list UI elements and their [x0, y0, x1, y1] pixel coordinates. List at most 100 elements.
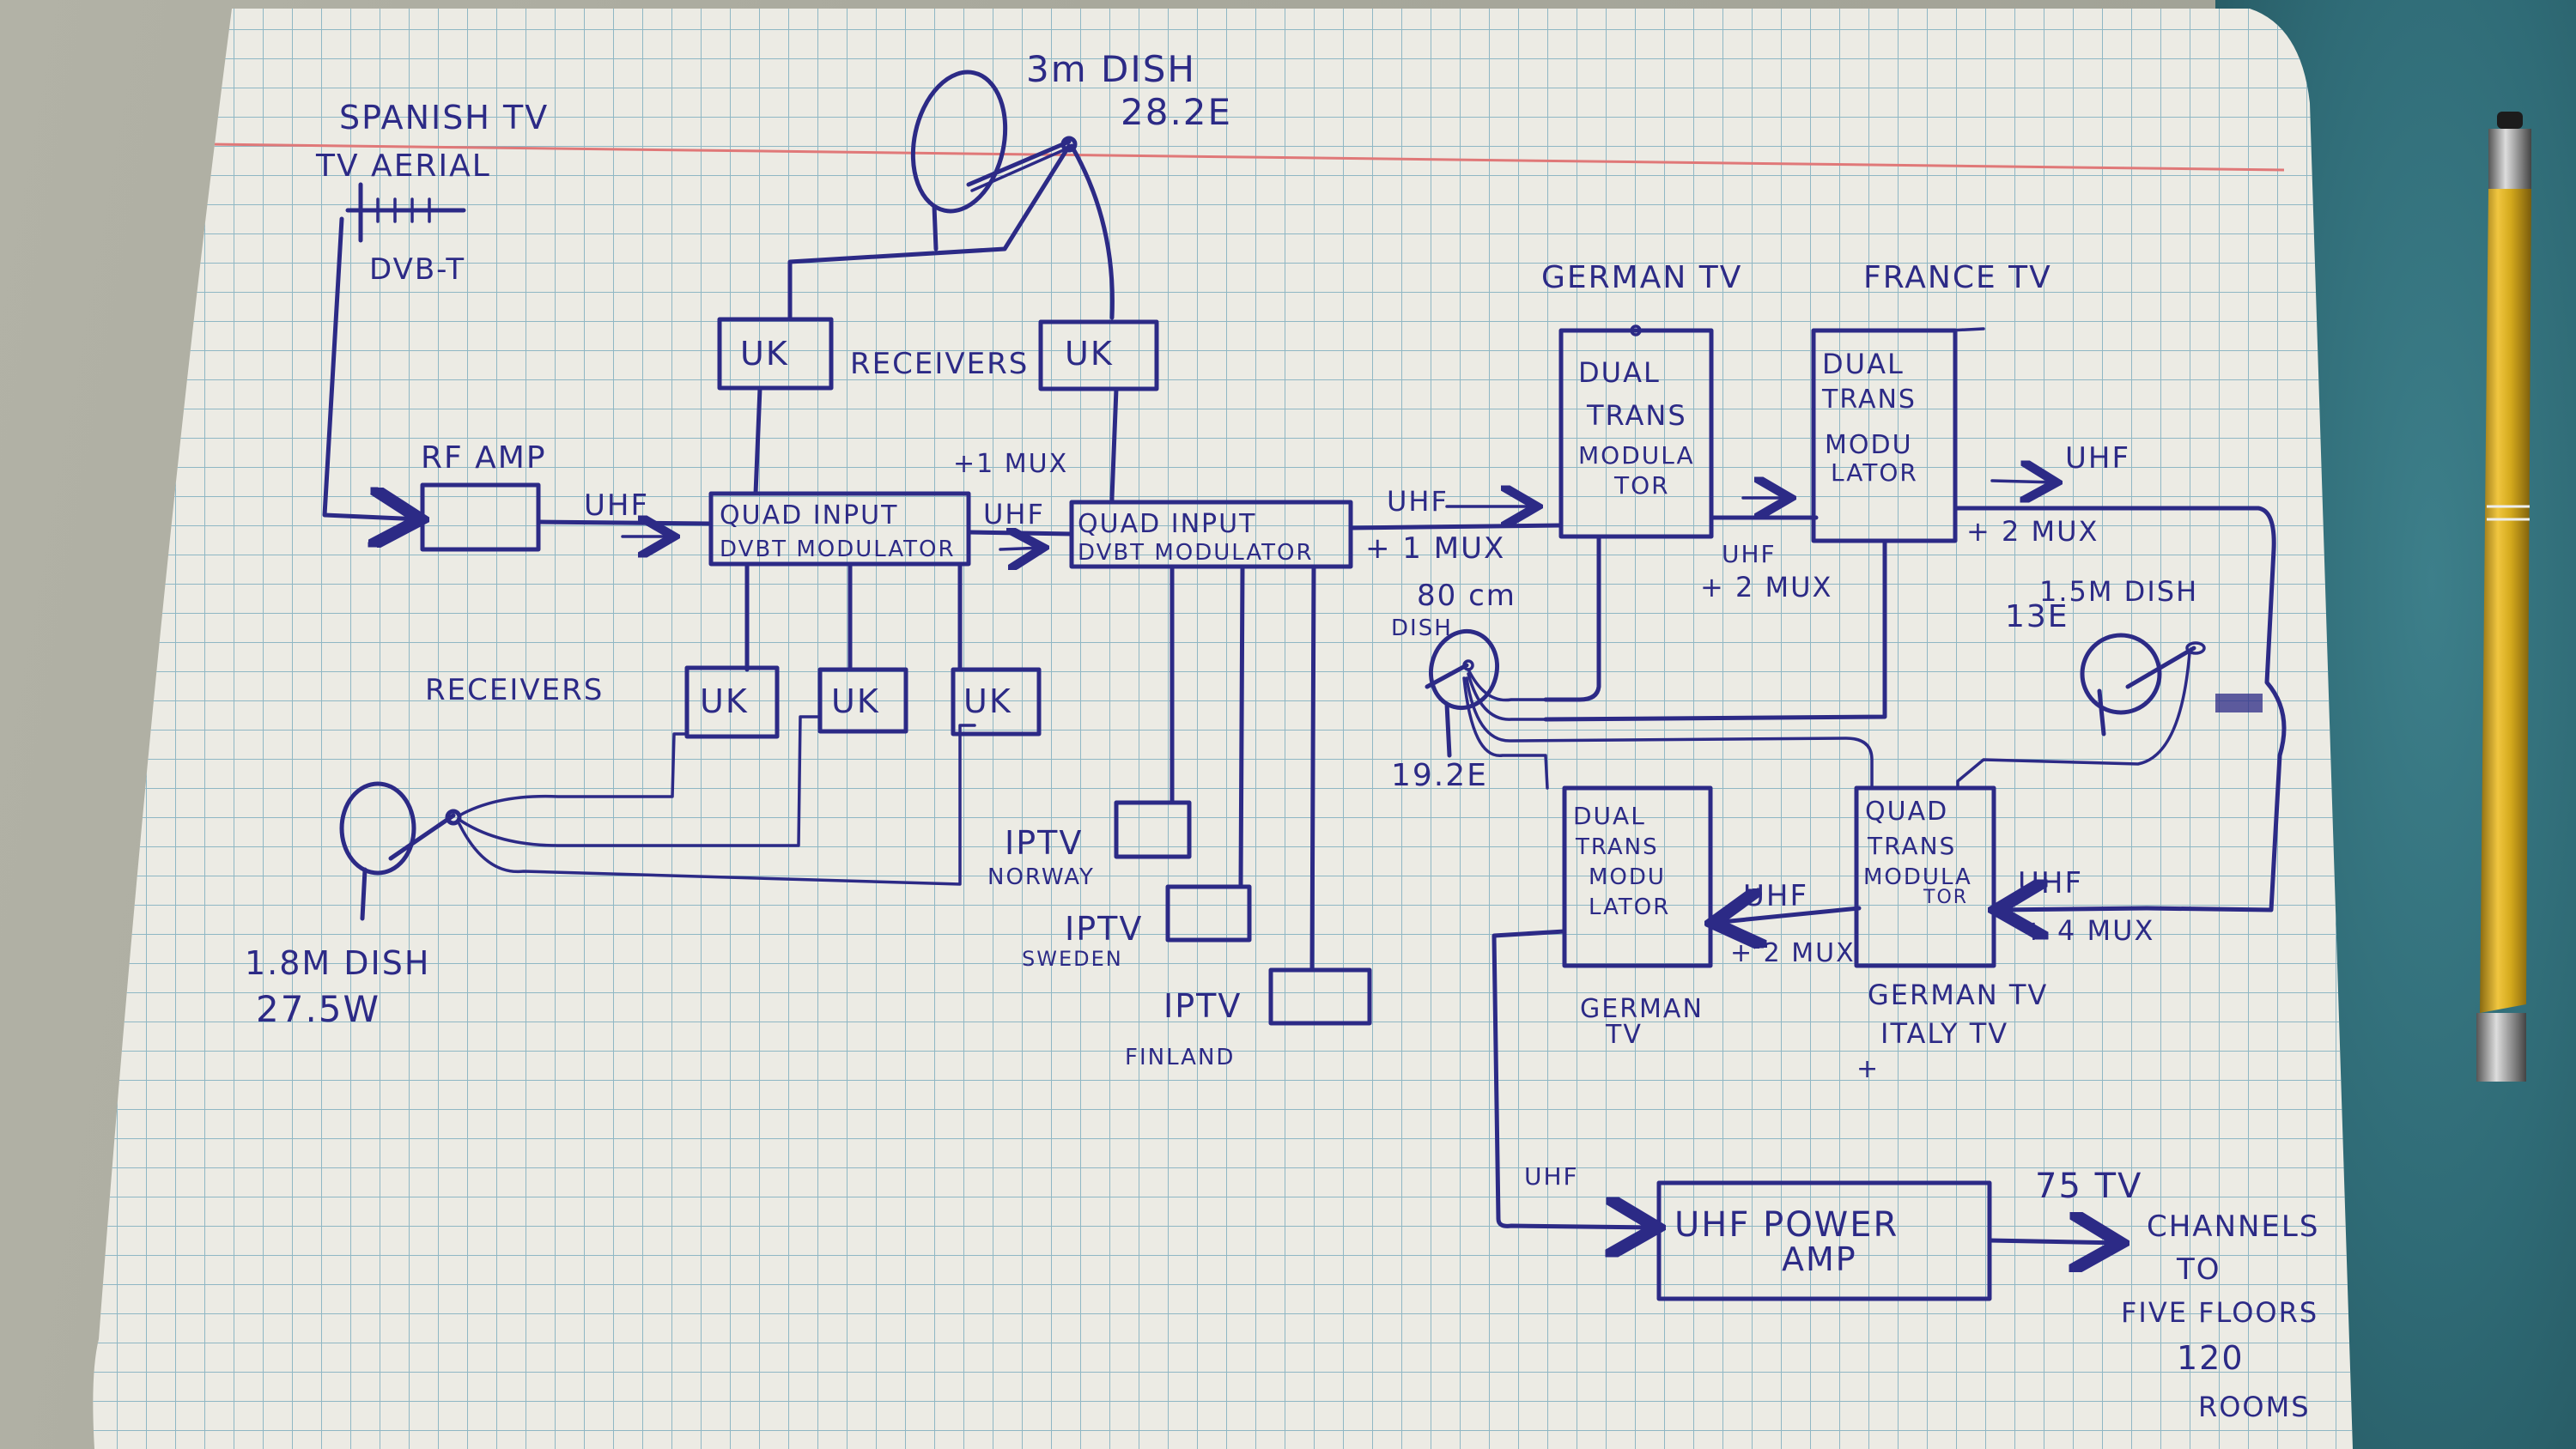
margin-line	[205, 142, 2285, 172]
france-trans-modulator: FRANCE TV DUAL TRANS MODU LATOR UHF + 2 …	[1543, 260, 2287, 912]
german2-trans-line: MODU	[1589, 864, 1666, 890]
edge-label-german-uhf: UHF	[1722, 540, 1777, 568]
iptv-sweden-country: SWEDEN	[1022, 947, 1123, 971]
german-trans-modulator: GERMAN TV DUAL TRANS MODULA TOR UHF + 2 …	[1541, 260, 1832, 702]
quad-trans-line: MODULA	[1863, 864, 1972, 890]
edge-label-france-uhf: UHF	[2065, 441, 2130, 476]
quad-trans-line: TRANS	[1867, 832, 1956, 860]
france-trans-line: MODU	[1825, 430, 1913, 460]
quad-trans-line: TOR	[1923, 887, 1968, 908]
uk-receiver-label: UK	[1065, 335, 1114, 373]
quad-modulator-2: QUAD INPUT DVBT MODULATOR UHF + 1 MUX	[1069, 485, 1564, 973]
edge-label-german-mux: + 2 MUX	[1700, 571, 1832, 603]
uk-receiver-label: UK	[831, 682, 880, 720]
uhf-power-amp-line2: AMP	[1782, 1240, 1857, 1278]
german-trans-line: TRANS	[1586, 399, 1687, 432]
france-trans-line: TRANS	[1821, 385, 1917, 415]
dish-15m-title: 1.5M DISH	[2039, 575, 2198, 608]
quad-mod-1-line1: QUAD INPUT	[720, 500, 898, 530]
output-line2: CHANNELS	[2147, 1210, 2319, 1244]
dish-80cm-subtitle: DISH	[1391, 615, 1453, 641]
dish-18m-title: 1.8M DISH	[245, 944, 430, 982]
dvbt-label: DVB-T	[369, 252, 465, 287]
iptv-norway-country: NORWAY	[987, 864, 1095, 890]
edge-label-quad2-mux: + 1 MUX	[1365, 531, 1505, 566]
output-line1: 75 TV	[2035, 1167, 2142, 1206]
dish-80cm-source: 80 cm DISH 19.2E	[1391, 579, 1874, 793]
iptv-norway-label: IPTV	[1005, 824, 1083, 862]
uk-receiver-label: UK	[963, 682, 1012, 720]
quad-trans-footer: +	[1856, 1054, 1880, 1084]
quad-mod-1-line2: DVBT MODULATOR	[720, 537, 956, 562]
edge-label-german2-uhf: UHF	[1743, 879, 1808, 913]
france-trans-line: LATOR	[1831, 458, 1918, 487]
satellite-dish-icon	[910, 70, 1008, 214]
german2-footer: TV	[1605, 1020, 1643, 1050]
quad-mod-2-line1: QUAD INPUT	[1078, 509, 1256, 539]
dish-3m-position: 28.2E	[1121, 91, 1232, 133]
edge-label-quad2-uhf: UHF	[1387, 485, 1449, 518]
dish-15m-position: 13E	[2005, 599, 2069, 634]
quad-trans-footer: ITALY TV	[1880, 1017, 2008, 1050]
edge-label-france-mux: + 2 MUX	[1966, 515, 2099, 548]
quad-trans-footer: GERMAN TV	[1868, 979, 2048, 1011]
german-trans-line: MODULA	[1578, 441, 1695, 470]
output-line3: TO	[2176, 1252, 2221, 1287]
quad-modulator-1: QUAD INPUT DVBT MODULATOR UHF	[708, 491, 1074, 672]
dish-15m-source: 1.5M DISH 13E	[1956, 575, 2206, 790]
german-tv-header: GERMAN TV	[1541, 260, 1742, 295]
edge-label-german2-mux: + 2 MUX	[1730, 938, 1856, 968]
aerial-icon	[345, 182, 466, 243]
dish-3m-title: 3m DISH	[1026, 48, 1196, 90]
edge-label-rf-uhf: UHF	[584, 488, 649, 523]
uk-receiver-label: UK	[740, 335, 789, 373]
satellite-dish-icon	[2080, 633, 2162, 715]
german-trans-line: DUAL	[1578, 356, 1661, 389]
iptv-finland-label: IPTV	[1163, 987, 1242, 1025]
edge-label-quad1-uhf: UHF	[983, 498, 1045, 530]
scribble-mark	[2215, 694, 2263, 712]
edge-label-to-amp: UHF	[1524, 1162, 1579, 1191]
pen-graphic	[2476, 112, 2531, 1082]
german2-trans-line: LATOR	[1589, 894, 1670, 920]
uhf-power-amp-line1: UHF POWER	[1674, 1205, 1899, 1245]
receivers-top-group: UK RECEIVERS UK +1 MUX	[717, 317, 1159, 500]
rf-amp-node: RF AMP UHF	[420, 440, 714, 549]
satellite-dish-icon	[1428, 628, 1500, 711]
edge-label-quad-trans-mux: + 4 MUX	[2022, 914, 2154, 947]
spanish-tv-title: SPANISH TV	[339, 99, 549, 136]
uhf-power-amp-node: UHF UHF POWER AMP 75 TV CHANNELS TO FIVE…	[1524, 1162, 2319, 1423]
output-line4: FIVE FLOORS	[2121, 1296, 2318, 1329]
output-line6: ROOMS	[2198, 1391, 2311, 1423]
satellite-dish-icon	[339, 781, 416, 876]
uk-receiver-label: UK	[700, 682, 749, 720]
german2-footer: GERMAN	[1580, 994, 1704, 1024]
quad-mod-2-line2: DVBT MODULATOR	[1078, 540, 1314, 566]
dish-3m-source: 3m DISH 28.2E	[787, 48, 1232, 320]
quad-trans-modulator: QUAD TRANS MODULA TOR UHF + 4 MUX GERMAN…	[1854, 785, 2154, 1084]
receivers-bottom-group: RECEIVERS UK UK UK 1.8M DISH 27.5W	[245, 665, 1042, 1030]
quad-trans-line: QUAD	[1865, 797, 1948, 827]
edge-label-plus-1-mux-top: +1 MUX	[953, 449, 1068, 479]
iptv-sweden-label: IPTV	[1065, 910, 1143, 948]
dish-18m-position: 27.5W	[256, 988, 380, 1030]
output-line5: 120	[2177, 1339, 2245, 1377]
iptv-finland-country: FINLAND	[1125, 1045, 1235, 1070]
receivers-top-label: RECEIVERS	[850, 347, 1029, 381]
france-trans-line: DUAL	[1822, 348, 1905, 380]
rf-amp-label: RF AMP	[421, 440, 547, 476]
german-trans-modulator-2: DUAL TRANS MODU LATOR UHF + 2 MUX GERMAN…	[1492, 785, 1862, 1228]
dish-80cm-position: 19.2E	[1391, 758, 1488, 793]
german2-trans-line: TRANS	[1575, 834, 1659, 860]
tv-aerial-label: TV AERIAL	[315, 149, 491, 184]
france-tv-header: FRANCE TV	[1863, 260, 2052, 295]
pen	[2473, 103, 2542, 1099]
spanish-tv-source: SPANISH TV TV AERIAL DVB-T	[315, 99, 549, 519]
edge-label-quad-trans-uhf: UHF	[2018, 866, 2083, 900]
receivers-bottom-label: RECEIVERS	[425, 673, 604, 707]
iptv-group: IPTV NORWAY IPTV SWEDEN IPTV FINLAND	[987, 800, 1372, 1070]
dish-80cm-title: 80 cm	[1417, 579, 1516, 613]
german-trans-line: TOR	[1613, 471, 1670, 500]
